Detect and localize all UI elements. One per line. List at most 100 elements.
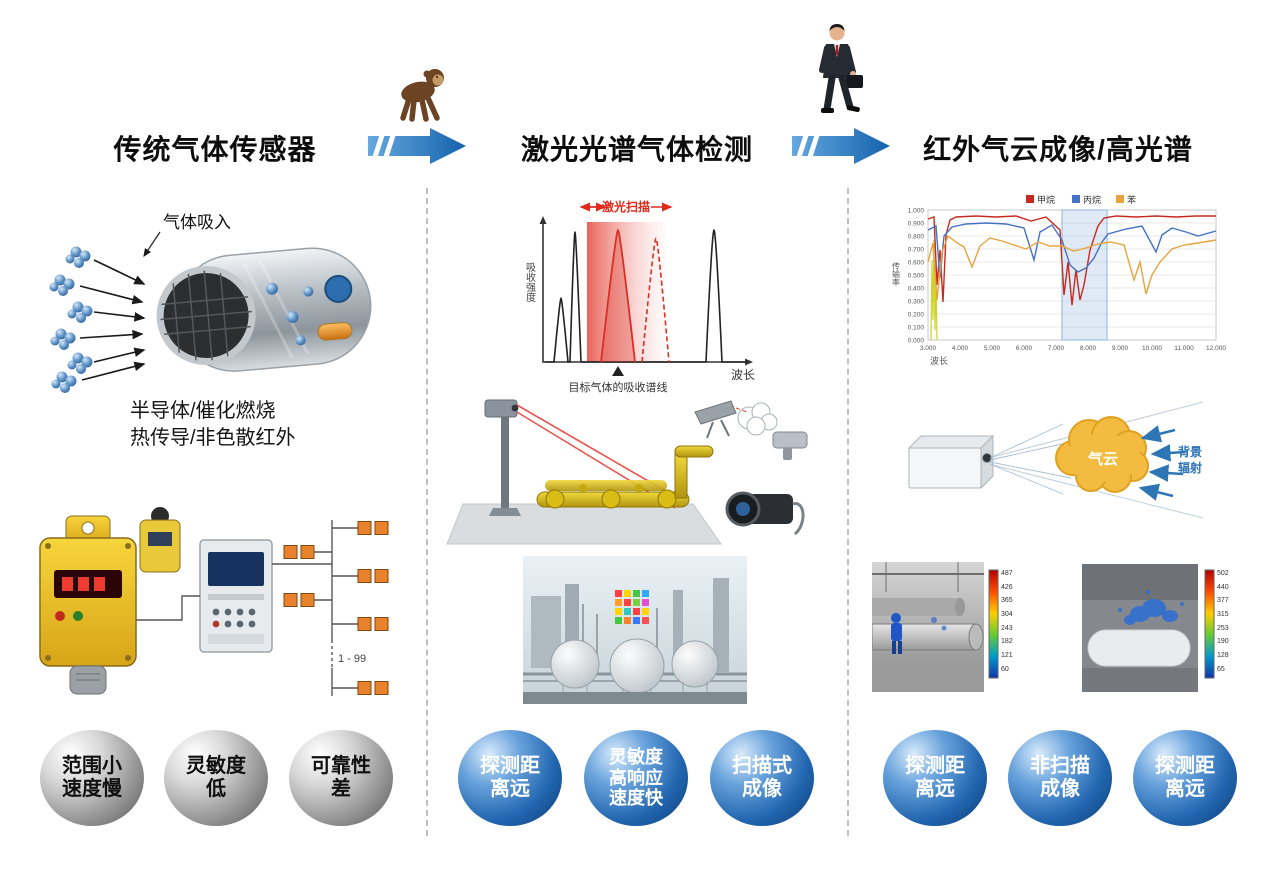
column2-title: 激光光谱气体检测 — [520, 134, 753, 165]
legend-label-benzene: 苯 — [1127, 194, 1136, 205]
laser-scan-spectrum-chart: 激光扫描 吸收强度 波长 目标气体的吸收谱线 — [524, 199, 756, 394]
detector-system-illustration: 1 - 99 — [39, 507, 389, 696]
svg-text:10.000: 10.000 — [1142, 345, 1162, 352]
dashed-beam — [735, 407, 748, 413]
svg-text:12.000: 12.000 — [1206, 345, 1226, 352]
laser-scan-label: 激光扫描 — [602, 199, 650, 214]
series-benzene — [927, 234, 1217, 301]
svg-text:6.000: 6.000 — [1016, 345, 1033, 352]
svg-text:7.000: 7.000 — [1048, 345, 1065, 352]
target-gas-marker — [612, 366, 624, 376]
gas-intake-label: 气体吸入 — [163, 213, 231, 232]
absorption-peaks-black — [545, 229, 746, 363]
radiation-label-line2: 辐射 — [1178, 460, 1202, 475]
optical-path-lines — [989, 423, 1072, 495]
badge-low-sensitivity: 灵敏度 低 — [164, 730, 268, 826]
badge-long-detection-range-1: 探测距 离远 — [458, 730, 562, 826]
svg-text:128: 128 — [1217, 652, 1229, 659]
badge-poor-reliability: 可靠性 差 — [289, 730, 393, 826]
gridlines — [928, 222, 1216, 328]
badge-long-detection-range-3: 探测距 离远 — [1133, 730, 1237, 826]
legend-label-methane: 甲烷 — [1037, 194, 1055, 205]
svg-text:315: 315 — [1217, 611, 1229, 618]
svg-text:426: 426 — [1001, 584, 1013, 591]
svg-text:0.600: 0.600 — [908, 260, 925, 267]
column1-title: 传统气体传感器 — [113, 134, 317, 165]
svg-text:182: 182 — [1001, 638, 1013, 645]
target-gas-label: 目标气体的吸收谱线 — [569, 380, 668, 394]
gas-plume-sketch — [737, 402, 778, 436]
transmittance-chart: 甲烷 丙烷 苯 1.000 0.900 0.800 0.700 0.600 0.… — [892, 194, 1227, 366]
svg-text:243: 243 — [1001, 625, 1013, 632]
legend-swatch-methane — [1026, 195, 1034, 203]
radiation-label-line1: 背景 — [1178, 444, 1202, 459]
svg-text:253: 253 — [1217, 625, 1229, 632]
svg-text:0.200: 0.200 — [908, 312, 925, 319]
column-separator-right — [847, 188, 849, 836]
svg-text:3.000: 3.000 — [920, 345, 937, 352]
sensor-network-diagram — [314, 520, 358, 696]
color-scale-bar — [988, 569, 999, 679]
transmittance-y-axis-label: 传输率 — [892, 261, 901, 287]
gas-molecules — [49, 246, 93, 393]
network-sensor-nodes — [283, 521, 389, 695]
badge-small-range-slow: 范围小 速度慢 — [40, 730, 144, 826]
svg-text:9.000: 9.000 — [1112, 345, 1129, 352]
thermal-person — [891, 613, 902, 654]
imaging-device — [907, 434, 995, 490]
gas-cloud — [1055, 416, 1149, 493]
spectrum-y-axis-label: 吸收强度 — [524, 262, 536, 303]
svg-text:60: 60 — [1001, 666, 1009, 673]
gas-visualization-pixels — [615, 590, 649, 624]
evolution-arrow-2 — [792, 128, 890, 164]
svg-text:190: 190 — [1217, 638, 1229, 645]
transmittance-x-axis-label: 波长 — [930, 355, 948, 366]
legend-swatch-benzene — [1116, 195, 1124, 203]
thermal-image-tank: 502 440 377 315 253 190 128 65 — [1082, 564, 1229, 692]
spectrum-x-axis-label: 波长 — [731, 368, 755, 382]
gas-cloud-label: 气云 — [1087, 450, 1118, 468]
svg-text:440: 440 — [1217, 584, 1229, 591]
wiring — [136, 563, 332, 621]
svg-text:121: 121 — [1001, 652, 1013, 659]
badge-long-detection-range-2: 探测距 离远 — [883, 730, 987, 826]
legend-label-propane: 丙烷 — [1083, 194, 1101, 205]
svg-text:487: 487 — [1001, 570, 1013, 577]
white-tank — [1087, 629, 1191, 667]
plant-photo — [523, 556, 747, 704]
evolution-arrow-1 — [368, 128, 466, 164]
svg-text:377: 377 — [1217, 597, 1229, 604]
svg-text:365: 365 — [1001, 597, 1013, 604]
series-methane — [927, 215, 1216, 306]
svg-text:0.500: 0.500 — [908, 273, 925, 280]
svg-text:8.000: 8.000 — [1080, 345, 1097, 352]
badge-high-sensitivity-fast-response: 灵敏度 高响应 速度快 — [584, 730, 688, 826]
intake-arrows — [79, 259, 146, 381]
color-scale-values: 502 440 377 315 253 190 128 65 — [1217, 570, 1229, 673]
svg-text:0.100: 0.100 — [908, 325, 925, 332]
laser-detection-scene — [446, 399, 808, 545]
series-propane — [927, 222, 1217, 279]
svg-text:0.300: 0.300 — [908, 299, 925, 306]
svg-text:0.700: 0.700 — [908, 247, 925, 254]
column-separator-left — [426, 188, 428, 836]
laser-scan-band — [587, 222, 665, 362]
gas-cloud-imaging-scene: 气云 背景 辐射 — [907, 401, 1204, 519]
spherical-tanks — [550, 638, 719, 698]
gas-plume-detection — [1118, 590, 1184, 625]
ir-camera — [725, 491, 805, 536]
svg-text:304: 304 — [1001, 611, 1013, 618]
gas-pipes — [536, 445, 714, 509]
laser-peak-dashed — [641, 237, 670, 363]
svg-text:65: 65 — [1217, 666, 1225, 673]
y-tick-labels: 1.000 0.900 0.800 0.700 0.600 0.500 0.40… — [908, 208, 925, 345]
column3-title: 红外气云成像/高光谱 — [923, 134, 1193, 165]
svg-text:0.000: 0.000 — [908, 338, 925, 345]
walking-man-icon — [819, 24, 863, 113]
svg-text:4.000: 4.000 — [952, 345, 969, 352]
svg-text:0.400: 0.400 — [908, 286, 925, 293]
small-detector-device — [139, 507, 181, 573]
svg-text:0.900: 0.900 — [908, 221, 925, 228]
chart-legend: 甲烷 丙烷 苯 — [1026, 194, 1136, 205]
monkey-icon — [400, 69, 444, 122]
